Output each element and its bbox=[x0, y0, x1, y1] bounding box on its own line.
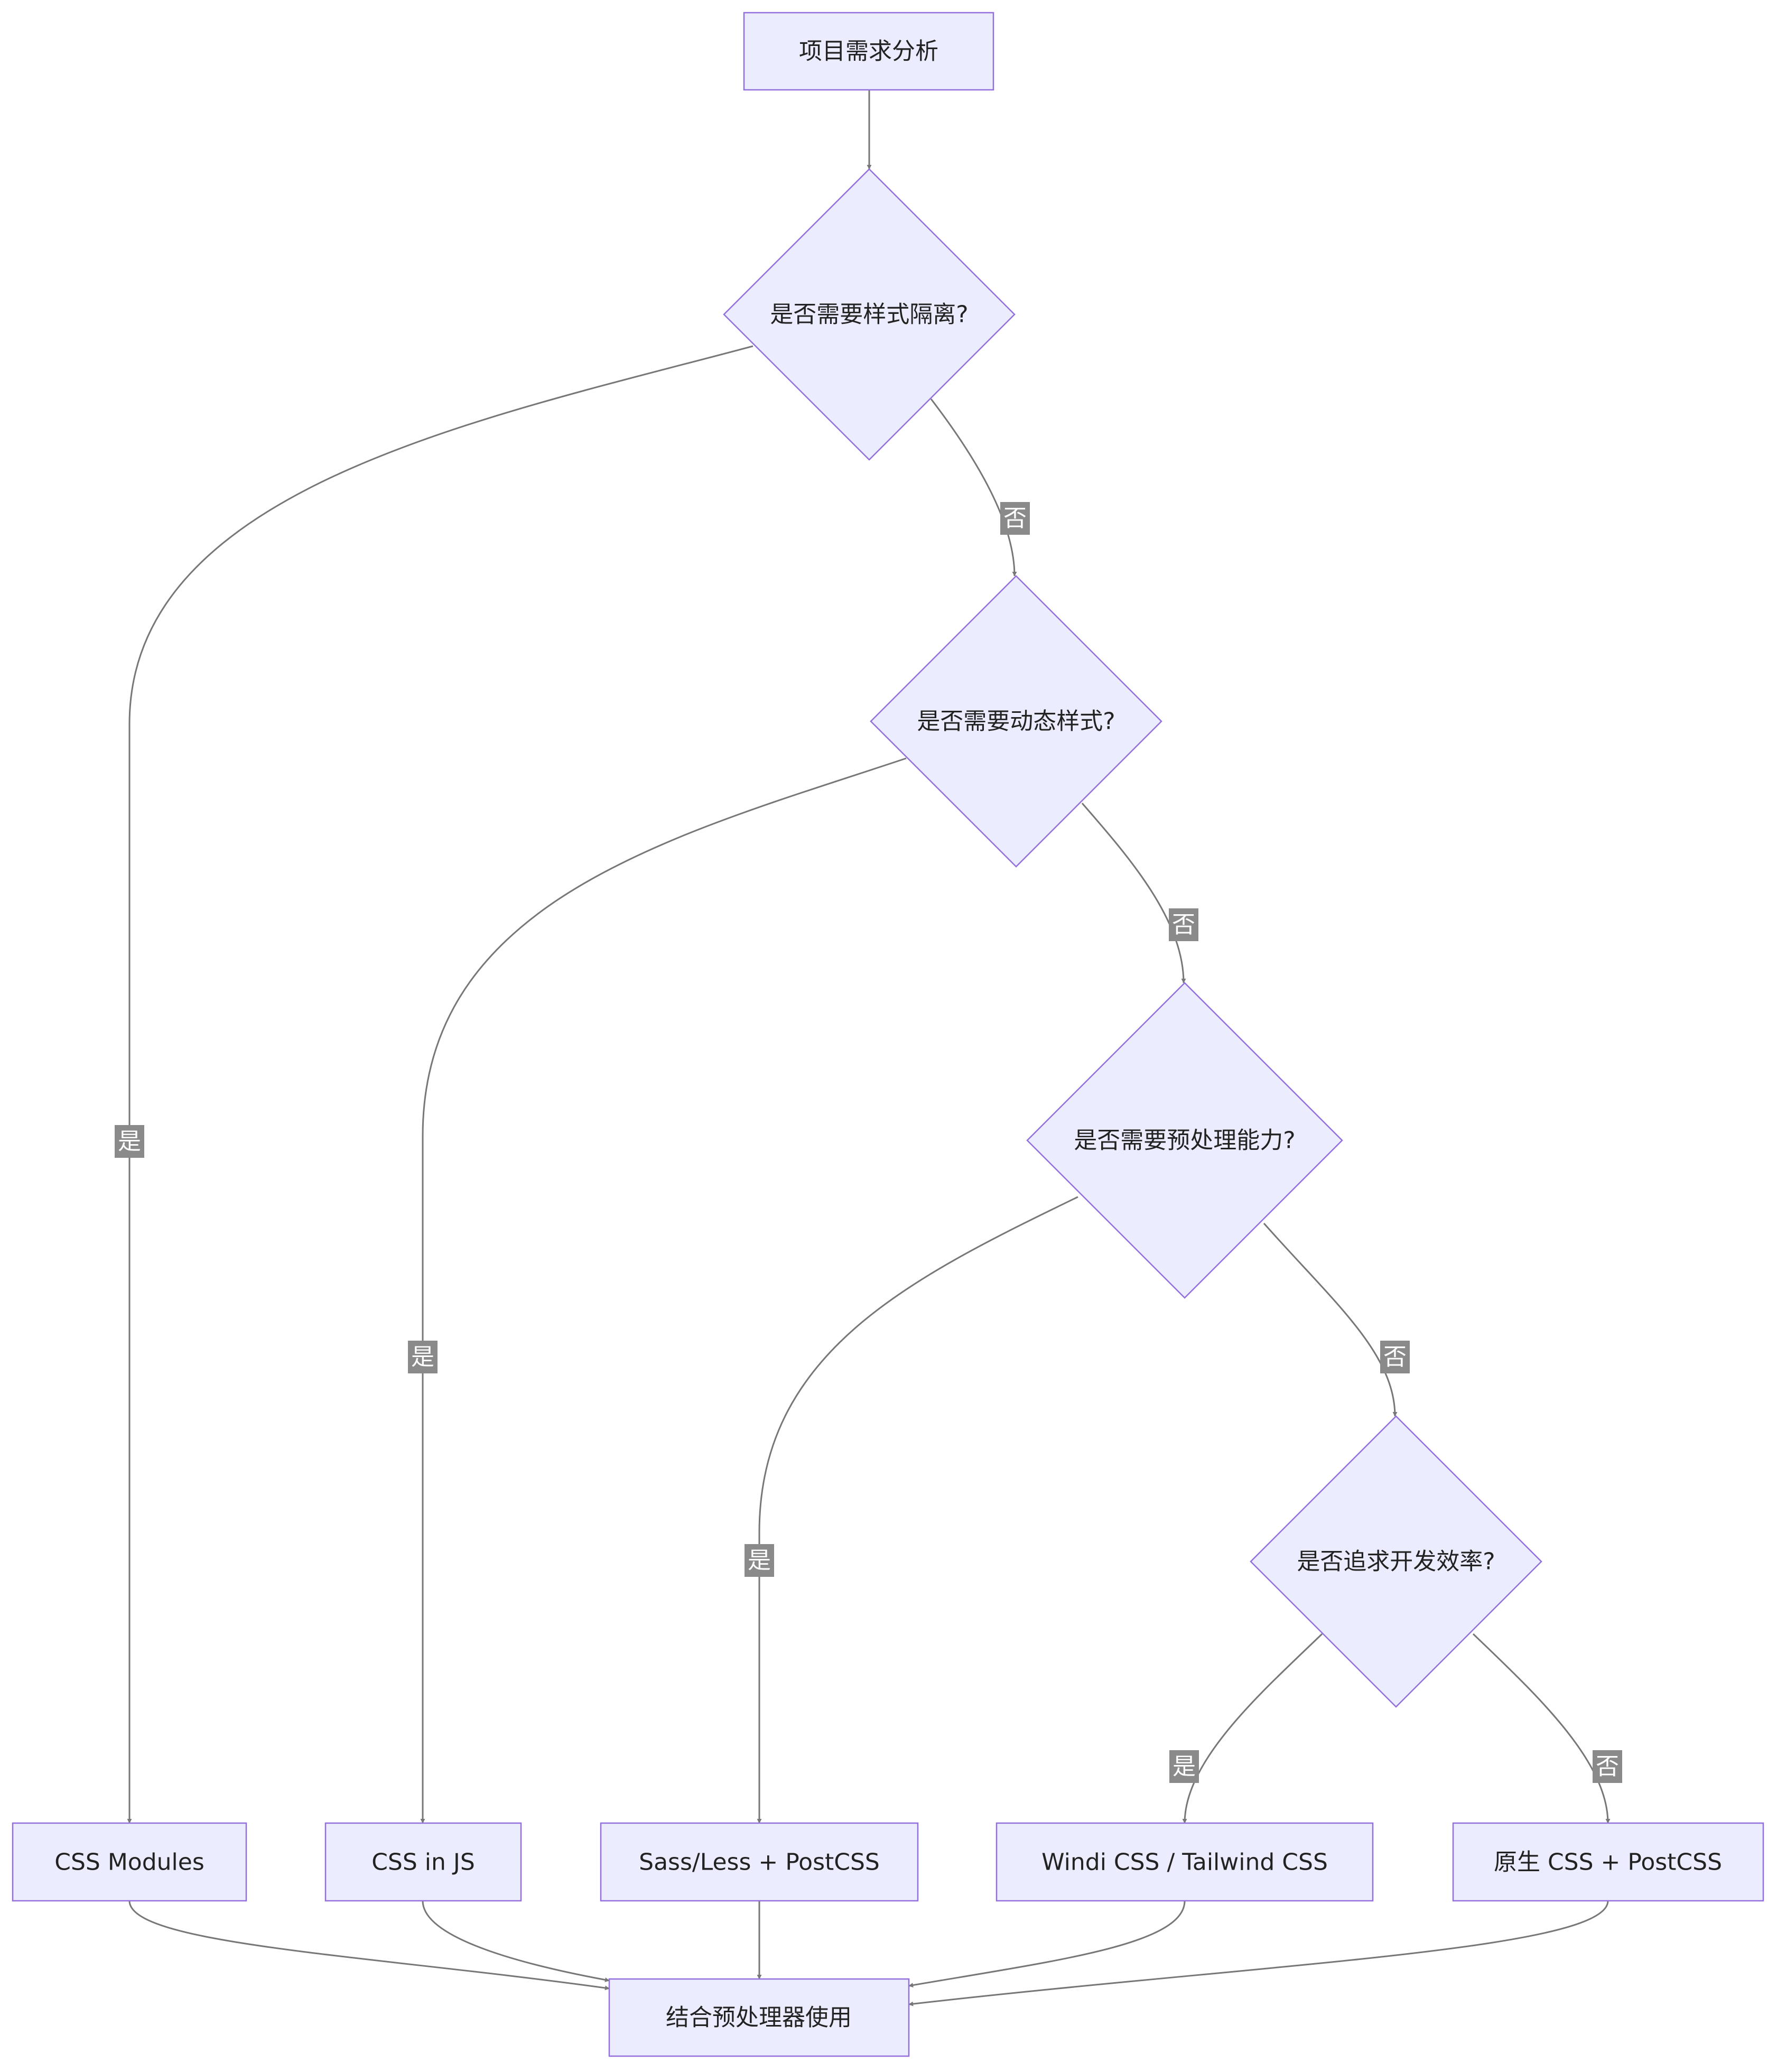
edge-label-preprocess-yes: 是 bbox=[745, 1544, 774, 1577]
node-end[interactable]: 结合预处理器使用 bbox=[608, 1978, 910, 2057]
edge-isolation-yes-to-css-modules bbox=[127, 345, 753, 1824]
svg-text:结合预处理器使用: 结合预处理器使用 bbox=[666, 2004, 852, 2031]
decision-isolation[interactable]: 是否需要样式隔离? bbox=[723, 168, 1016, 461]
svg-text:是: 是 bbox=[748, 1547, 771, 1574]
edge-native-to-end bbox=[908, 1900, 1609, 2006]
svg-text:原生 CSS + PostCSS: 原生 CSS + PostCSS bbox=[1494, 1849, 1722, 1876]
edge-label-preprocess-no: 否 bbox=[1380, 1341, 1410, 1373]
node-css-modules[interactable]: CSS Modules bbox=[12, 1822, 247, 1902]
decision-efficiency[interactable]: 是否追求开发效率? bbox=[1250, 1415, 1542, 1708]
node-native-css[interactable]: 原生 CSS + PostCSS bbox=[1452, 1822, 1764, 1902]
svg-text:是否需要预处理能力?: 是否需要预处理能力? bbox=[1074, 1127, 1295, 1154]
edge-dynamic-no-to-preprocess bbox=[1081, 803, 1186, 983]
svg-text:是: 是 bbox=[411, 1344, 434, 1371]
edge-efficiency-no-to-native bbox=[1472, 1633, 1611, 1824]
edge-label-isolation-no: 否 bbox=[1000, 502, 1030, 535]
svg-text:否: 否 bbox=[1383, 1344, 1407, 1371]
edge-label-dynamic-no: 否 bbox=[1169, 908, 1198, 941]
edge-label-efficiency-yes: 是 bbox=[1169, 1750, 1199, 1783]
svg-text:是: 是 bbox=[1173, 1753, 1196, 1780]
svg-text:Windi CSS / Tailwind CSS: Windi CSS / Tailwind CSS bbox=[1041, 1849, 1328, 1876]
node-sass-less[interactable]: Sass/Less + PostCSS bbox=[600, 1822, 919, 1902]
svg-text:否: 否 bbox=[1003, 505, 1027, 532]
svg-text:是否追求开发效率?: 是否追求开发效率? bbox=[1297, 1548, 1495, 1575]
svg-text:是否需要动态样式?: 是否需要动态样式? bbox=[917, 708, 1115, 735]
svg-text:是否需要样式隔离?: 是否需要样式隔离? bbox=[770, 301, 968, 328]
svg-text:Sass/Less + PostCSS: Sass/Less + PostCSS bbox=[639, 1849, 880, 1876]
nodes: 项目需求分析 是否需要样式隔离? 是否需要动态样式? 是否需要预处理能力? 是否… bbox=[12, 12, 1764, 2057]
edge-dynamic-yes-to-css-in-js bbox=[420, 757, 907, 1824]
edge-preprocess-yes-to-sass bbox=[757, 1196, 1078, 1824]
edge-efficiency-yes-to-windi bbox=[1182, 1633, 1323, 1824]
svg-text:否: 否 bbox=[1596, 1753, 1619, 1780]
decision-preprocess[interactable]: 是否需要预处理能力? bbox=[1026, 982, 1343, 1299]
svg-text:否: 否 bbox=[1172, 912, 1195, 939]
edge-preprocess-no-to-efficiency bbox=[1263, 1223, 1398, 1417]
edge-labels: 否 是 否 是 否 是 是 否 bbox=[115, 502, 1622, 1783]
edge-windi-to-end bbox=[908, 1900, 1186, 1988]
node-css-in-js[interactable]: CSS in JS bbox=[324, 1822, 522, 1902]
svg-text:CSS in JS: CSS in JS bbox=[371, 1849, 475, 1876]
edges bbox=[127, 90, 1611, 2006]
node-windi-tailwind[interactable]: Windi CSS / Tailwind CSS bbox=[996, 1822, 1374, 1902]
edge-css-in-js-to-end bbox=[422, 1900, 610, 1982]
edge-label-efficiency-no: 否 bbox=[1593, 1750, 1622, 1783]
decision-dynamic[interactable]: 是否需要动态样式? bbox=[870, 575, 1162, 868]
edge-isolation-no-to-dynamic bbox=[930, 398, 1017, 577]
edge-css-modules-to-end bbox=[128, 1900, 610, 1991]
node-start[interactable]: 项目需求分析 bbox=[743, 12, 994, 91]
svg-text:项目需求分析: 项目需求分析 bbox=[799, 38, 938, 65]
svg-text:是: 是 bbox=[118, 1128, 141, 1155]
svg-text:CSS Modules: CSS Modules bbox=[54, 1849, 204, 1876]
edge-label-isolation-yes: 是 bbox=[115, 1125, 144, 1158]
edge-label-dynamic-yes: 是 bbox=[408, 1341, 438, 1373]
